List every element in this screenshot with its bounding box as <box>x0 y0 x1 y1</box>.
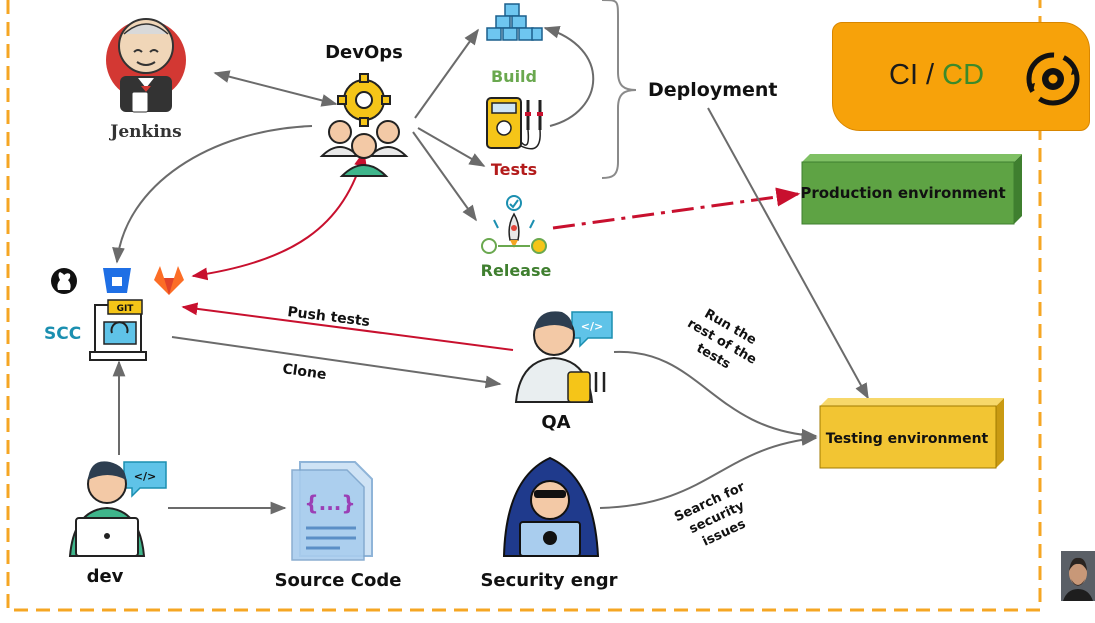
build-blocks-icon <box>486 3 543 41</box>
git-document-icon <box>89 299 147 361</box>
clone-label: Clone <box>281 361 327 383</box>
edge-devops-scc <box>112 125 313 264</box>
dashed-frame <box>6 0 1042 612</box>
deployment-brace <box>601 0 637 179</box>
source-code-label: Source Code <box>275 570 402 591</box>
gitlab-icon <box>154 266 184 295</box>
edge-clone <box>171 336 502 389</box>
edge-devops-tests <box>417 127 486 167</box>
cicd-badge: CI / CD <box>832 22 1090 131</box>
release-label: Release <box>481 261 552 280</box>
source-code-glyph: {...} <box>304 491 355 515</box>
multimeter-icon <box>486 97 543 150</box>
edge-scc-devops-red <box>191 150 367 281</box>
cicd-title: CI / CD <box>889 59 984 92</box>
testing-environment-label: Testing environment <box>826 431 989 447</box>
search-security-label: Search for security issues <box>672 479 748 549</box>
scc-label: SCC <box>44 324 81 344</box>
source-code-file-icon <box>291 461 373 561</box>
git-badge-label: GIT <box>117 304 135 314</box>
release-rocket-icon <box>481 195 547 254</box>
edge-qa-testing <box>613 350 818 442</box>
edge-push-tests <box>181 302 514 351</box>
presenter-thumbnail <box>1061 551 1095 601</box>
bitbucket-icon <box>103 268 131 293</box>
edge-tests-build-loop <box>543 26 595 127</box>
ci-text: CI <box>889 59 918 91</box>
security-engr-label: Security engr <box>480 570 617 591</box>
jenkins-icon <box>106 18 186 113</box>
security-engineer-icon <box>502 456 600 557</box>
qa-tester-icon <box>514 311 613 403</box>
edge-security-testing <box>599 433 818 509</box>
build-label: Build <box>491 67 537 86</box>
jenkins-label: Jenkins <box>108 122 181 142</box>
edge-jenkins-devops <box>213 70 338 107</box>
edge-deployment-testing <box>707 107 869 400</box>
developer-icon <box>68 461 167 557</box>
production-environment-label: Production environment <box>800 184 1005 202</box>
presenter-avatar <box>1061 551 1095 601</box>
qa-label: QA <box>541 412 570 433</box>
deployment-label: Deployment <box>648 79 778 101</box>
cicd-cycle-gear-icon <box>1026 52 1080 106</box>
run-rest-tests-label: Run the rest of the tests <box>685 306 759 372</box>
testing-environment-box <box>819 398 1004 469</box>
devops-team-icon <box>319 73 409 177</box>
code-tag-dev: </> <box>134 470 156 483</box>
tests-label: Tests <box>491 160 537 179</box>
dev-label: dev <box>87 566 124 587</box>
connectors <box>112 26 869 515</box>
devops-label: DevOps <box>325 42 403 63</box>
cicd-separator: / <box>918 59 943 91</box>
github-icon <box>51 268 77 294</box>
code-tag-qa: </> <box>581 320 603 333</box>
production-environment-box <box>801 154 1022 225</box>
edge-release-production <box>552 187 801 230</box>
edge-devops-build <box>414 28 479 119</box>
cd-text: CD <box>942 59 985 91</box>
edge-devops-release <box>412 131 477 222</box>
